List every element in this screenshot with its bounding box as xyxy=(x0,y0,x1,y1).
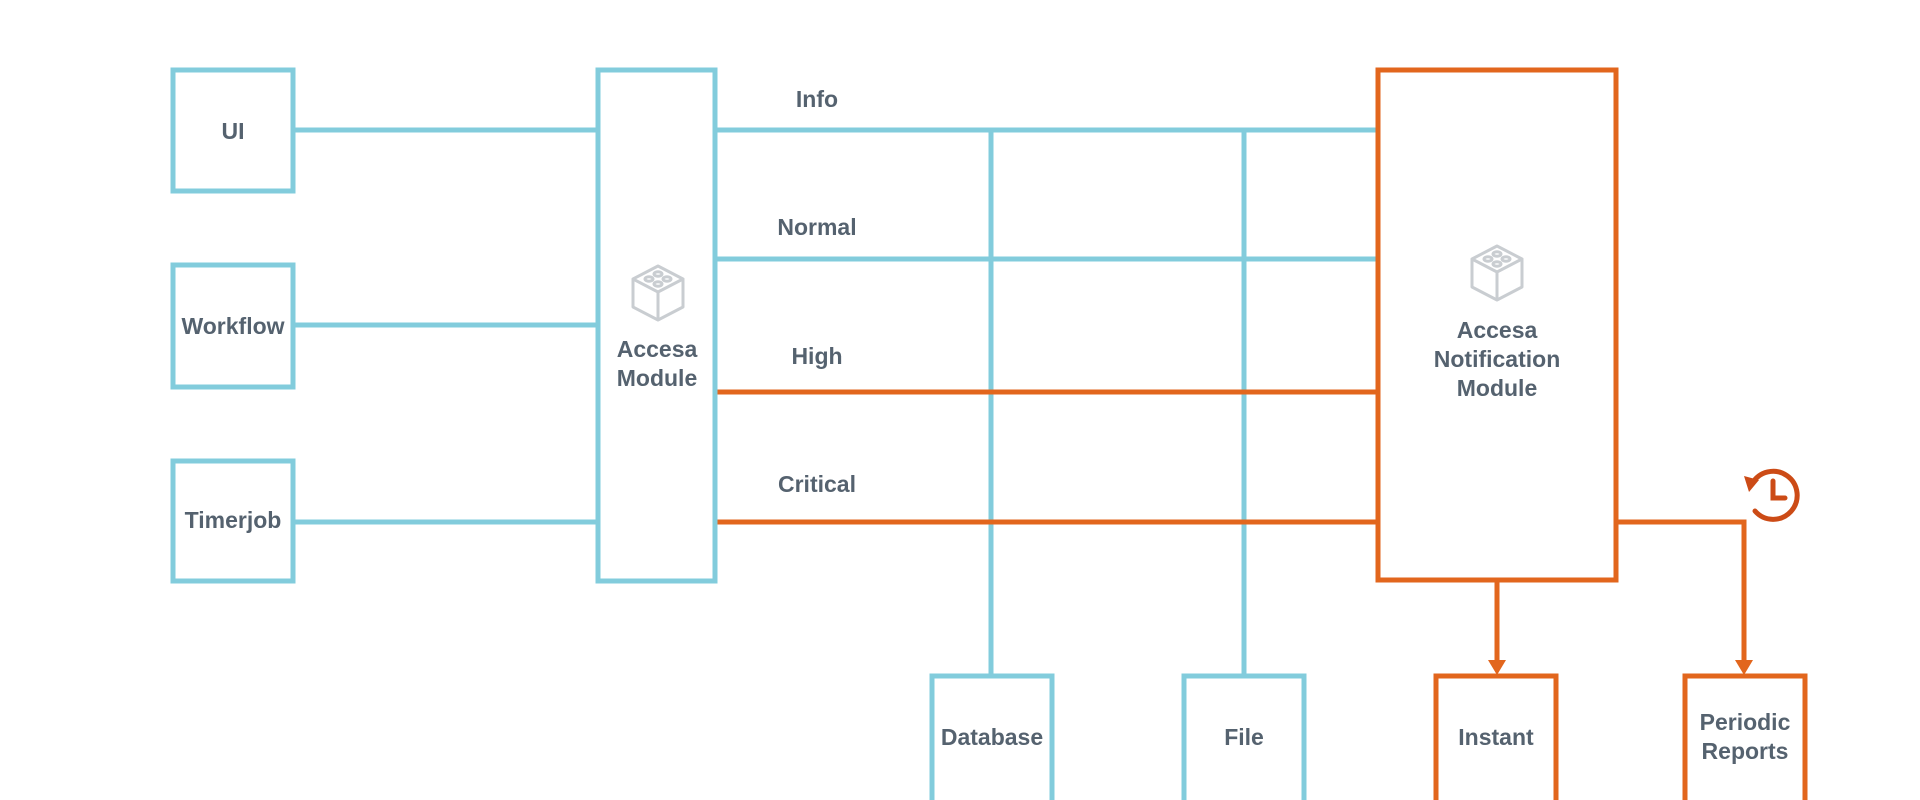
file-label: File xyxy=(1224,724,1264,750)
channel-info-label: Info xyxy=(796,86,838,112)
arrow-head-periodic xyxy=(1735,660,1753,675)
periodic-reports-label-line1: Periodic xyxy=(1700,709,1791,735)
periodic-reports-box[interactable] xyxy=(1682,673,1808,800)
accesa-module-box[interactable] xyxy=(595,67,718,584)
cube-blocks-icon xyxy=(1470,244,1524,302)
workflow-label: Workflow xyxy=(181,313,284,339)
channel-high-label: High xyxy=(791,343,842,369)
cube-blocks-icon xyxy=(631,264,685,322)
accesa-module-label-line2: Module xyxy=(617,365,698,391)
timerjob-box[interactable] xyxy=(170,458,296,584)
notification-module-label-line2: Notification xyxy=(1434,346,1561,372)
connector-periodic-reports xyxy=(1617,519,1747,664)
ui-box[interactable] xyxy=(170,67,296,194)
notification-module-label-line3: Module xyxy=(1457,375,1538,401)
timerjob-label: Timerjob xyxy=(185,507,282,533)
arrow-head-instant xyxy=(1488,660,1506,675)
clock-history-icon xyxy=(1744,468,1800,522)
accesa-module-label-line1: Accesa xyxy=(617,336,698,362)
notification-module-label-line1: Accesa xyxy=(1457,317,1538,343)
periodic-reports-label-line2: Reports xyxy=(1702,738,1789,764)
database-label: Database xyxy=(941,724,1043,750)
instant-box[interactable] xyxy=(1433,673,1559,800)
channel-normal-label: Normal xyxy=(777,214,856,240)
ui-label: UI xyxy=(222,118,245,144)
file-box[interactable] xyxy=(1181,673,1307,800)
notification-module-box[interactable] xyxy=(1375,67,1619,583)
database-box[interactable] xyxy=(929,673,1055,800)
workflow-box[interactable] xyxy=(170,262,296,390)
channel-critical-label: Critical xyxy=(778,471,856,497)
instant-label: Instant xyxy=(1458,724,1534,750)
